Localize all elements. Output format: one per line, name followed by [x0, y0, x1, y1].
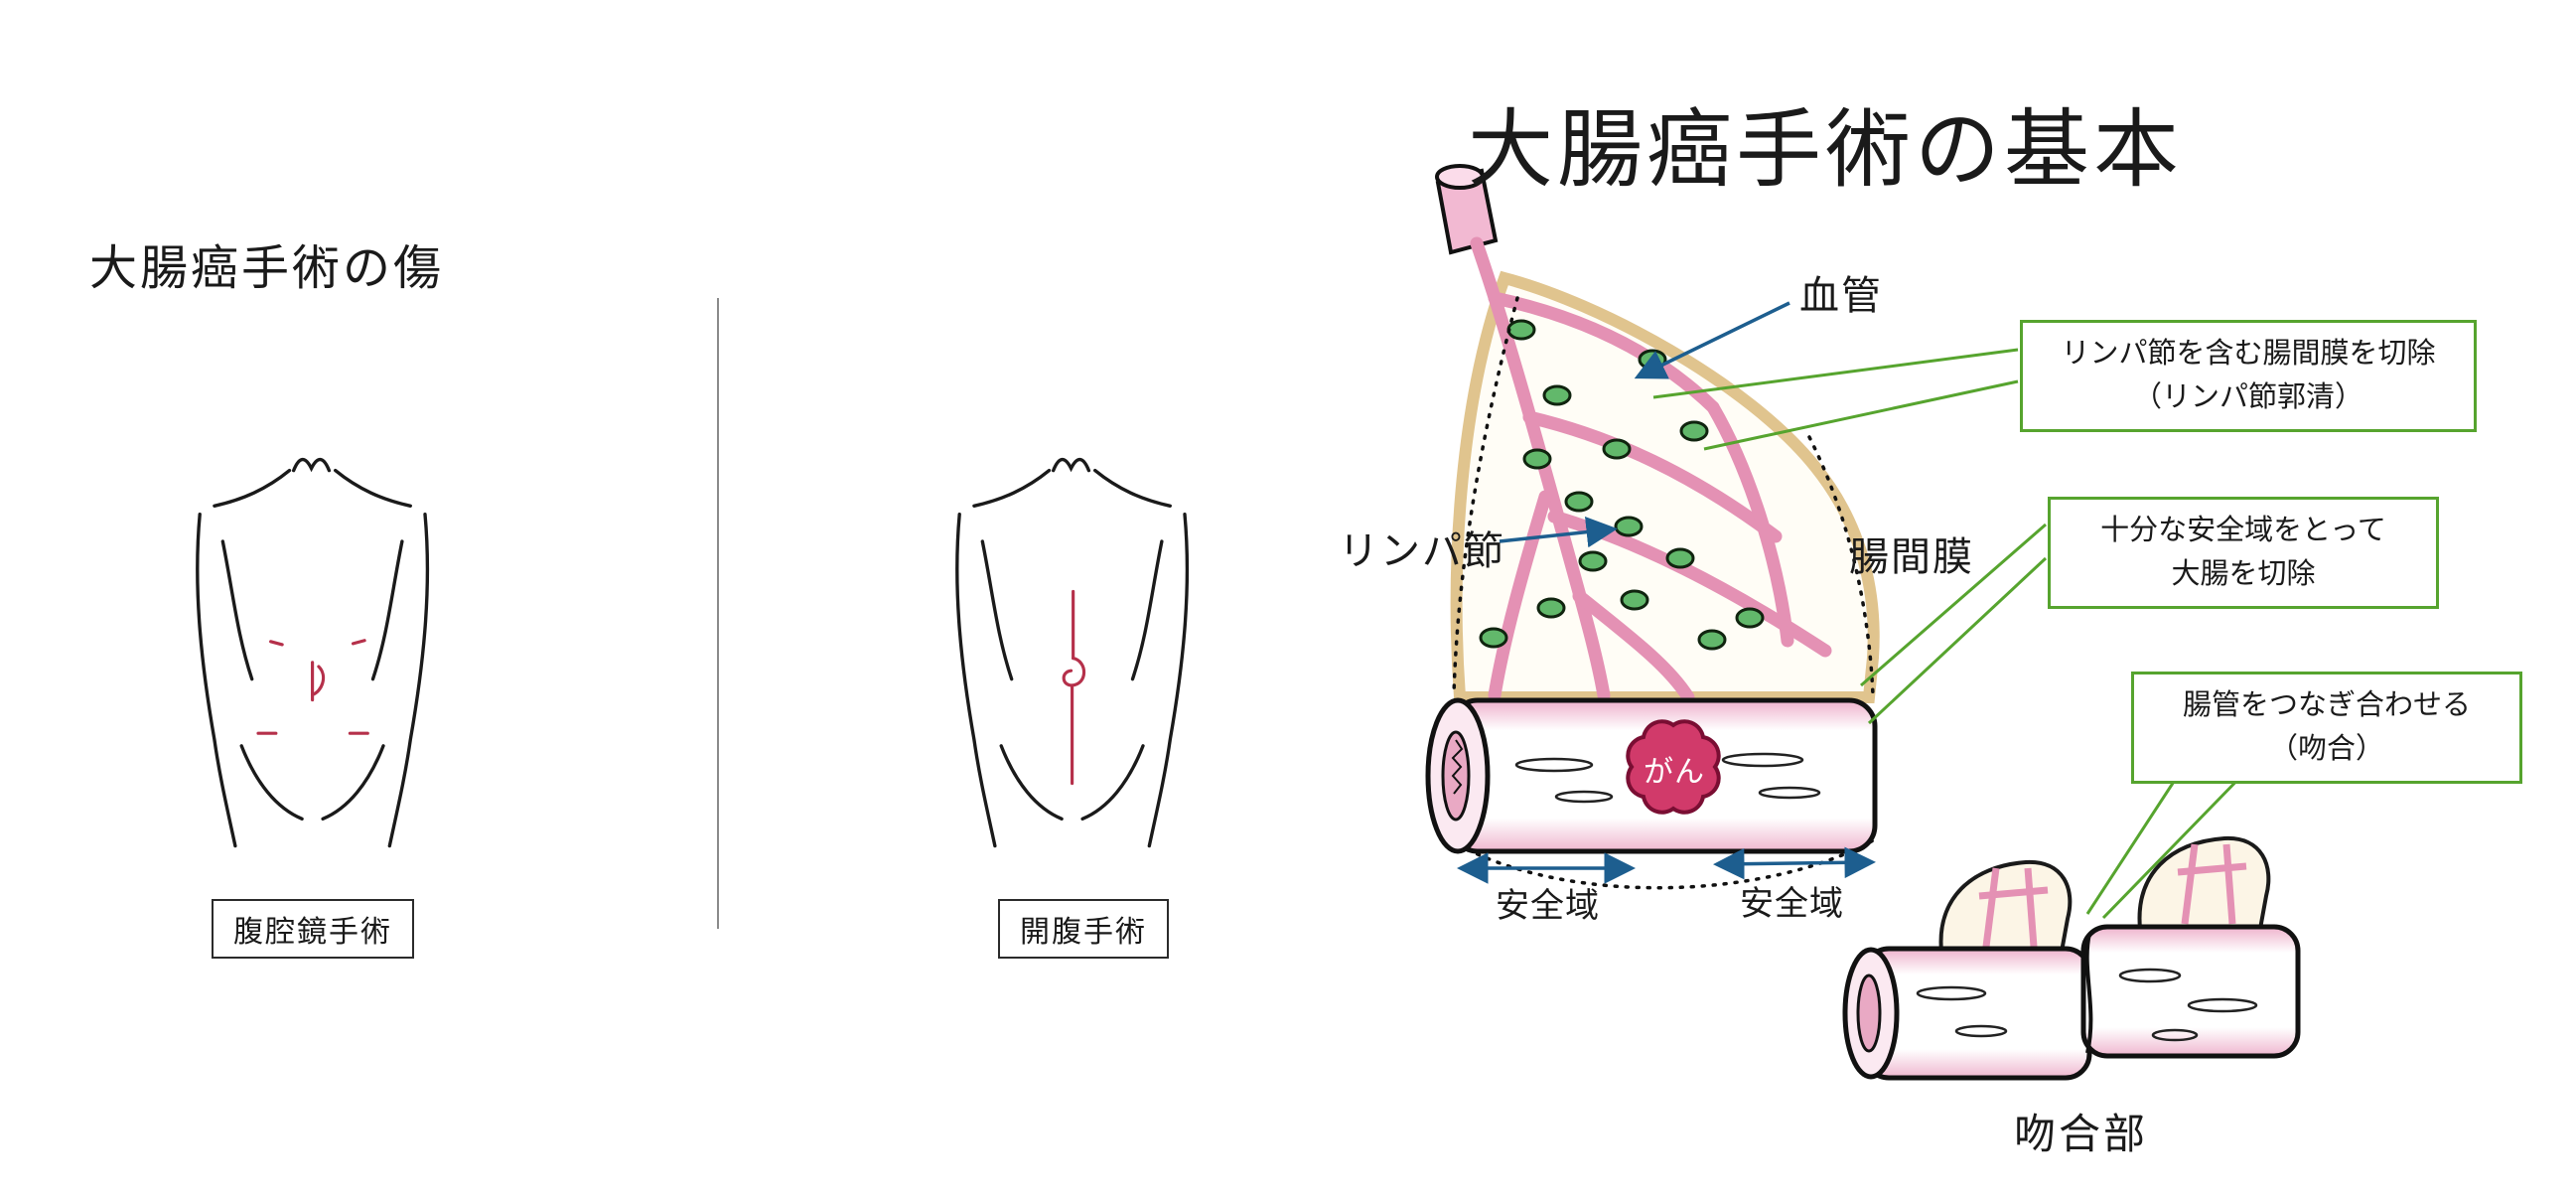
callout-line: 十分な安全域をとって: [2100, 515, 2386, 546]
cancer-label: がん: [1644, 756, 1705, 789]
left-panel-title: 大腸癌手術の傷: [89, 242, 445, 295]
callout-line: リンパ節を含む腸間膜を切除: [2061, 338, 2436, 370]
pointer-arrows: [1499, 301, 1790, 548]
vessel-label: 血管: [1799, 274, 1883, 318]
safety-margin-label-left: 安全域: [1496, 887, 1600, 925]
anastomosis-seam: [2084, 933, 2093, 1054]
laparoscopic-torso-illustration: [196, 457, 430, 848]
safety-margin-arrows: [1457, 846, 1876, 884]
torso-outline: [196, 457, 430, 848]
callout-line: （リンパ節郭清）: [2132, 380, 2363, 413]
callout-line: （吻合）: [2268, 732, 2384, 765]
open-surgery-figure-label: 開腹手術: [998, 899, 1169, 959]
callout-safe-margin-resection: 十分な安全域をとって 大腸を切除: [2048, 497, 2439, 609]
bowel-tube-right: [2080, 924, 2301, 1059]
right-panel-title: 大腸癌手術の基本: [1468, 102, 2183, 198]
cancer-tumor: [1626, 719, 1721, 815]
callout-anastomosis: 腸管をつなぎ合わせる （吻合）: [2131, 672, 2522, 784]
callout-line: 腸管をつなぎ合わせる: [2182, 689, 2471, 721]
anastomosis-illustration: [1842, 835, 2301, 1081]
callout-lymph-dissection: リンパ節を含む腸間膜を切除 （リンパ節郭清）: [2020, 320, 2477, 432]
safety-margin-label-right: 安全域: [1740, 885, 1844, 923]
laparoscopic-figure-label: 腹腔鏡手術: [212, 899, 414, 959]
mesentery-shape: [1450, 270, 1880, 703]
vessel-pointer-arrow: [1634, 301, 1790, 379]
anatomy-illustration: [1425, 164, 1880, 890]
callout-connector-lines: [1652, 348, 2254, 920]
haustra-marks: [1514, 752, 1821, 804]
torso-outline: [955, 457, 1190, 848]
mesentery-label: 腸間膜: [1849, 535, 1974, 579]
laparoscopic-incision-marks: [256, 639, 369, 735]
anastomosis-site-label: 吻合部: [2014, 1111, 2149, 1157]
colon-segment: [1425, 697, 1878, 854]
open-incision-mark: [1062, 589, 1086, 786]
lymph-pointer-arrow: [1499, 516, 1618, 548]
haustra-marks: [1916, 968, 2258, 1042]
callout-line: 大腸を切除: [2171, 557, 2316, 590]
lymph-node-label: リンパ節: [1339, 529, 1505, 573]
vessel-stalk: [1435, 164, 1499, 255]
mesentery-stumps: [1938, 835, 2271, 954]
open-surgery-torso-illustration: [955, 457, 1190, 848]
